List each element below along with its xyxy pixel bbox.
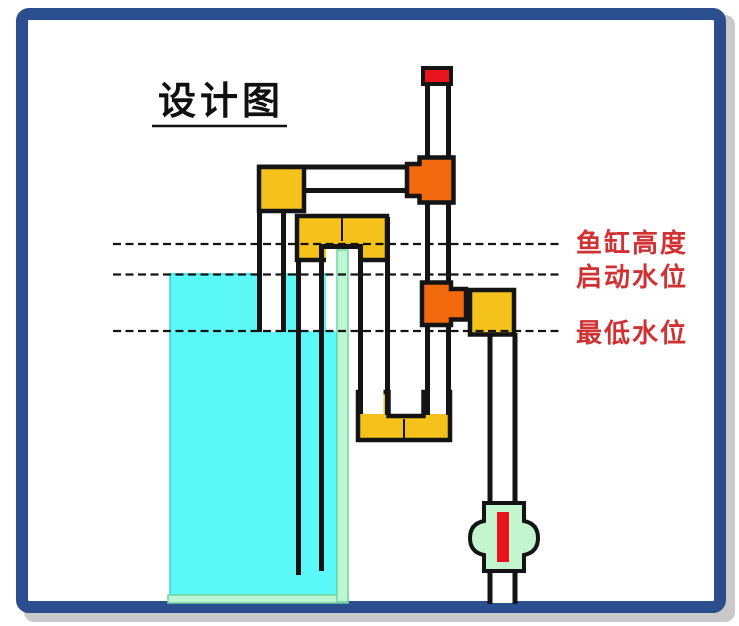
- outlet-elbow: [467, 287, 517, 337]
- vent-riser-interior: [430, 86, 446, 414]
- page-title: 设计图: [158, 81, 284, 123]
- label-tank-height: 鱼缸高度: [576, 228, 688, 258]
- vent-tee: [404, 155, 456, 205]
- vent-end-cap: [421, 66, 453, 86]
- tank-bottom: [167, 594, 349, 604]
- valve-handle: [497, 512, 509, 562]
- label-start-level: 启动水位: [576, 262, 688, 292]
- tank-glass-wall: [336, 249, 349, 603]
- label-lowest-level: 最低水位: [576, 318, 688, 348]
- siphon-inner-bend: [319, 244, 363, 571]
- siphon-right-leg-interior: [362, 263, 384, 414]
- siphon-left-leg-interior: [299, 264, 322, 331]
- junction-tee: [419, 280, 469, 328]
- intake-elbow: [256, 164, 307, 214]
